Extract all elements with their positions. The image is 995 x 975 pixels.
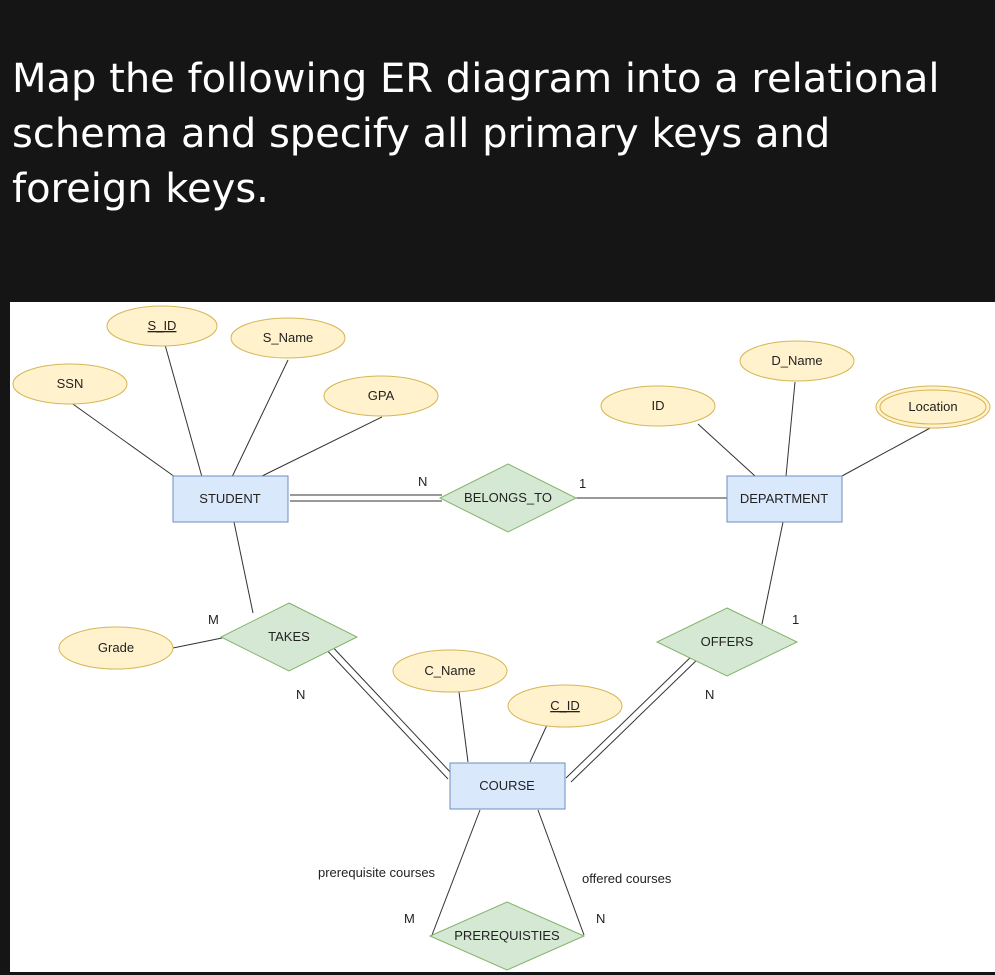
role-label-prerequisite: prerequisite courses <box>318 865 436 880</box>
line-department-id <box>697 423 756 477</box>
svg-text:COURSE: COURSE <box>479 778 535 793</box>
svg-text:C_ID: C_ID <box>550 698 580 713</box>
line-course-prereq-right <box>537 809 585 936</box>
relationship-takes: TAKES <box>219 602 359 672</box>
svg-text:PREREQUISTIES: PREREQUISTIES <box>454 928 560 943</box>
line-course-cid <box>529 724 548 763</box>
attribute-ssn: SSN <box>12 363 128 405</box>
cardinality-labels: N 1 M N 1 N M N <box>208 474 799 926</box>
er-diagram-canvas: S_ID S_Name SSN GPA ID D_Name Location G… <box>12 305 991 971</box>
attribute-location: Location <box>875 385 991 429</box>
attribute-d-name: D_Name <box>739 340 855 382</box>
cardinality-offers-course: N <box>705 687 714 702</box>
cardinality-prereq-right: N <box>596 911 605 926</box>
line-student-sid <box>161 333 203 478</box>
svg-text:GPA: GPA <box>368 388 395 403</box>
svg-text:D_Name: D_Name <box>771 353 822 368</box>
er-diagram: S_ID S_Name SSN GPA ID D_Name Location G… <box>10 302 995 972</box>
svg-text:Grade: Grade <box>98 640 134 655</box>
relationship-offers: OFFERS <box>655 607 799 677</box>
attribute-gpa: GPA <box>323 375 439 417</box>
attribute-id: ID <box>600 385 716 427</box>
connector-lines <box>69 333 933 936</box>
relationship-prerequisties: PREREQUISTIES <box>428 901 586 971</box>
line-student-takes <box>233 521 254 614</box>
svg-text:S_Name: S_Name <box>263 330 314 345</box>
relationship-belongs-to: BELONGS_TO <box>438 463 578 533</box>
line-department-dname <box>785 381 796 477</box>
line-course-prereq-left <box>431 809 481 936</box>
line-takes-grade <box>172 637 223 649</box>
line-course-cname <box>458 691 469 763</box>
svg-text:ID: ID <box>652 398 665 413</box>
attribute-grade: Grade <box>58 626 174 670</box>
cardinality-takes-student: M <box>208 612 219 627</box>
attribute-s-id: S_ID <box>106 305 218 347</box>
attribute-c-name: C_Name <box>392 649 508 693</box>
double-lines <box>290 494 701 783</box>
entity-course: COURSE <box>449 762 566 810</box>
question-text: Map the following ER diagram into a rela… <box>12 56 940 212</box>
line-student-gpa <box>259 416 383 478</box>
svg-text:BELONGS_TO: BELONGS_TO <box>464 490 552 505</box>
role-label-offered: offered courses <box>582 871 672 886</box>
cardinality-takes-course: N <box>296 687 305 702</box>
svg-text:S_ID: S_ID <box>148 318 177 333</box>
line-student-sname <box>231 359 289 478</box>
cardinality-prereq-left: M <box>404 911 415 926</box>
line-student-ssn <box>69 401 176 478</box>
svg-text:OFFERS: OFFERS <box>701 634 754 649</box>
cardinality-belongs-to-department: 1 <box>579 476 586 491</box>
attribute-s-name: S_Name <box>230 317 346 359</box>
svg-text:SSN: SSN <box>57 376 84 391</box>
svg-text:STUDENT: STUDENT <box>199 491 260 506</box>
svg-text:DEPARTMENT: DEPARTMENT <box>740 491 828 506</box>
svg-text:Location: Location <box>908 399 957 414</box>
entity-student: STUDENT <box>172 475 289 523</box>
attribute-c-id: C_ID <box>507 684 623 728</box>
svg-text:C_Name: C_Name <box>424 663 475 678</box>
line-department-offers <box>761 521 784 625</box>
svg-text:TAKES: TAKES <box>268 629 310 644</box>
entity-department: DEPARTMENT <box>726 475 843 523</box>
cardinality-belongs-to-student: N <box>418 474 427 489</box>
cardinality-offers-department: 1 <box>792 612 799 627</box>
line-department-location <box>841 426 933 477</box>
